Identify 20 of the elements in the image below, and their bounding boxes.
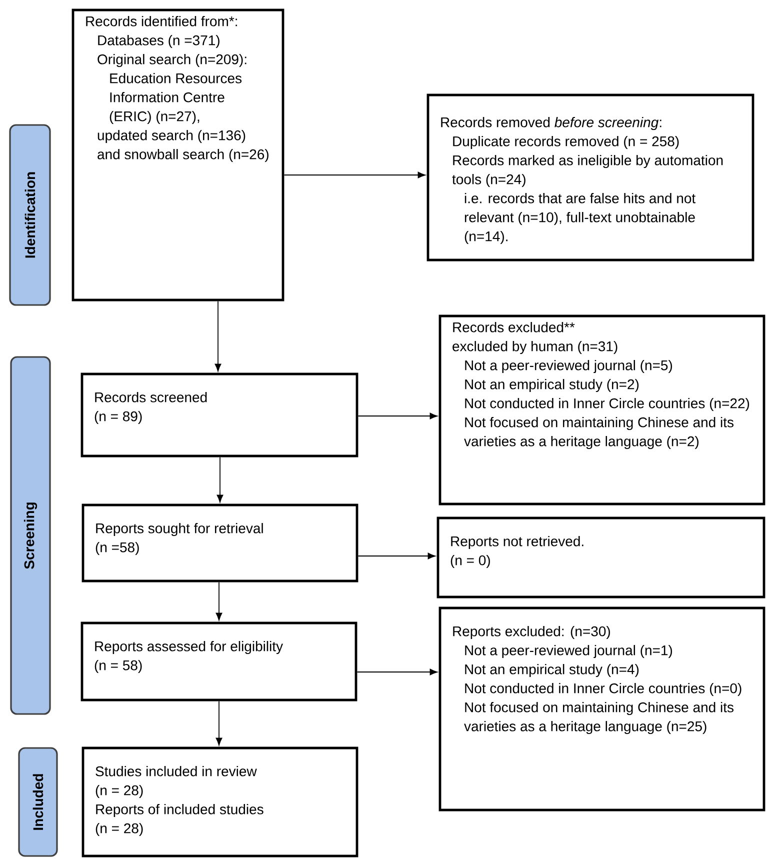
- arrow: [216, 700, 222, 746]
- arrow: [356, 668, 438, 676]
- process-box: Studies included in review (n = 28) Reports of included studies (n = 28): [82, 746, 358, 858]
- process-box: Reports excluded: (n=30) Not a peer-reviewed journal (n=1) Not an empirical study (n=4) Not conducted in Inner Circle countries (n=0) Not focused on maintaining Chinese and its varieties as a heritage language (n=25): [438, 606, 766, 812]
- process-box: Records identified from*: Databases (n =371) Original search (n=209): Education Resources Information Centre (ERIC) (n=27), updated search (n=136) and snowball search (n=26): [72, 8, 284, 302]
- process-box: Reports sought for retrieval (n =58): [82, 504, 358, 582]
- phase-label: Screening: [10, 356, 51, 715]
- arrow: [216, 582, 222, 620]
- process-box: Records removed before screening: Duplicate records removed (n = 258) Records marked as ineligible by automation tools (n=24) i.e. records that are false hits and not relevant (n=10), full-text unobtainable (n=14).: [426, 94, 754, 262]
- arrow: [358, 412, 438, 420]
- process-box: Reports assessed for eligibility (n = 58): [80, 622, 358, 702]
- arrow: [216, 456, 224, 502]
- process-box: Reports not retrieved. (n = 0): [436, 516, 766, 598]
- process-box: Records excluded** excluded by human (n=31) Not a peer-reviewed journal (n=5) Not an empirical study (n=2) Not conducted in Inner Circle countries (n=22) Not focused on maintaining Chinese and its varieties as a heritage language (n=2): [438, 314, 766, 506]
- phase-label: Included: [18, 747, 58, 857]
- arrow: [358, 552, 436, 560]
- process-box: Records screened (n = 89): [80, 372, 358, 458]
- arrow: [284, 172, 426, 178]
- arrow: [214, 300, 222, 372]
- phase-label: Identification: [9, 124, 51, 306]
